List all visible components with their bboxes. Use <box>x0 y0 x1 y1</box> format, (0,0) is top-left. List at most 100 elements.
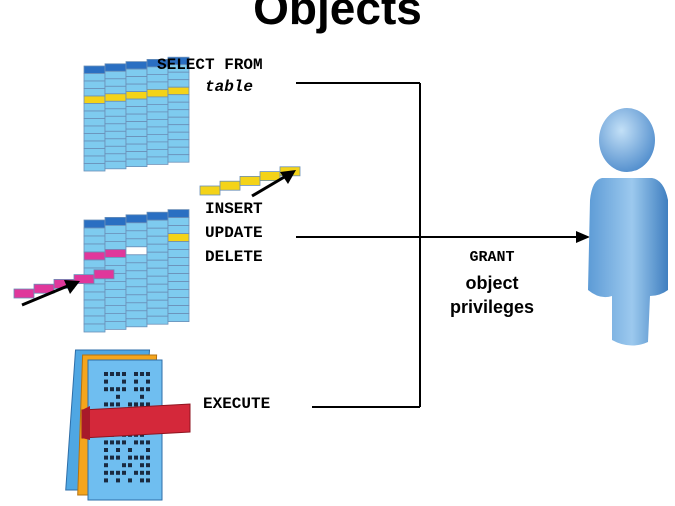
code-dot <box>140 470 144 475</box>
table-cell <box>83 155 106 164</box>
strip-cell <box>93 269 115 280</box>
code-dot <box>104 455 108 460</box>
code-dot <box>104 448 108 452</box>
table-cell <box>125 151 148 160</box>
table-cell <box>125 238 148 248</box>
table-cell <box>146 315 169 325</box>
code-dot <box>128 455 132 460</box>
code-dot <box>146 387 150 392</box>
table-cell <box>83 163 106 172</box>
table-cell <box>83 133 106 142</box>
table-cell <box>167 305 190 315</box>
table-cell <box>104 100 127 110</box>
table-cell <box>83 95 106 104</box>
table-cell <box>104 224 127 234</box>
table-cell <box>146 251 169 261</box>
table-cell <box>125 230 148 240</box>
code-dot <box>122 372 126 376</box>
ribbon-band <box>81 403 191 439</box>
table-cell <box>167 124 190 133</box>
table-cell <box>104 138 127 147</box>
table-cell <box>125 310 148 320</box>
code-dot <box>140 394 144 399</box>
table-cell <box>146 243 169 253</box>
code-dot <box>104 379 108 384</box>
code-dot <box>128 463 132 468</box>
table-cell <box>125 254 148 264</box>
table-object-label: table <box>205 78 254 96</box>
table-cell <box>125 222 148 232</box>
table-cell <box>125 158 148 168</box>
connector-lines <box>296 82 580 408</box>
table-cell <box>125 294 148 304</box>
table-cell <box>104 130 127 140</box>
table-cell <box>125 262 148 272</box>
code-dot <box>116 455 120 460</box>
execute-label: EXECUTE <box>203 395 271 413</box>
code-dot <box>140 387 144 392</box>
table-cell <box>83 103 106 112</box>
table-cell <box>167 273 190 283</box>
code-dot <box>122 387 126 392</box>
table-cell <box>146 227 169 237</box>
table-cell <box>125 68 148 77</box>
code-dot <box>134 470 138 475</box>
table-cell <box>125 143 148 153</box>
table-cell <box>167 146 190 156</box>
table-cell <box>125 270 148 280</box>
code-dot <box>104 440 108 445</box>
table-cell <box>167 131 190 141</box>
code-dot <box>146 440 150 445</box>
code-dot <box>140 478 144 483</box>
strip-cell <box>219 180 241 191</box>
table-cell <box>83 299 106 309</box>
code-dot <box>134 440 138 445</box>
table-cell <box>83 73 106 82</box>
table-cell <box>146 141 169 150</box>
table-cell <box>125 98 148 107</box>
table-cell <box>146 291 169 301</box>
code-dot <box>116 470 120 475</box>
table-cell <box>146 219 169 229</box>
table-cell <box>146 148 169 158</box>
table-cell <box>125 318 148 328</box>
user-person-icon <box>588 108 668 346</box>
table-cell <box>104 304 127 314</box>
table-cell <box>104 240 127 250</box>
table-cell <box>104 85 127 95</box>
code-dot <box>140 372 144 376</box>
code-dot <box>122 470 126 475</box>
table-cell <box>104 70 127 80</box>
code-dot <box>128 402 132 407</box>
table-cell <box>125 91 148 100</box>
table-cell <box>125 76 148 85</box>
table-cell <box>125 214 148 224</box>
table-cell <box>146 267 169 277</box>
table-cell <box>167 281 190 291</box>
table-cell <box>146 89 169 98</box>
code-dot <box>134 455 138 460</box>
table-cell <box>146 104 169 113</box>
table-icon-dml <box>83 209 190 333</box>
table-cell <box>125 302 148 312</box>
page-title: Objects <box>253 0 422 34</box>
code-dot <box>116 387 120 392</box>
table-cell <box>146 81 169 90</box>
code-dot <box>140 402 144 407</box>
table-cell <box>104 216 127 226</box>
table-cell <box>167 94 190 103</box>
code-dot <box>116 394 120 399</box>
code-dot <box>134 372 138 376</box>
table-cell <box>167 101 190 111</box>
code-dot <box>146 470 150 475</box>
table-cell <box>146 283 169 293</box>
table-cell <box>125 83 148 92</box>
table-icon-select <box>83 56 190 172</box>
table-cell <box>83 323 106 333</box>
table-cell <box>83 118 106 127</box>
table-cell <box>146 275 169 285</box>
code-dot <box>134 387 138 392</box>
code-dot <box>128 478 132 483</box>
